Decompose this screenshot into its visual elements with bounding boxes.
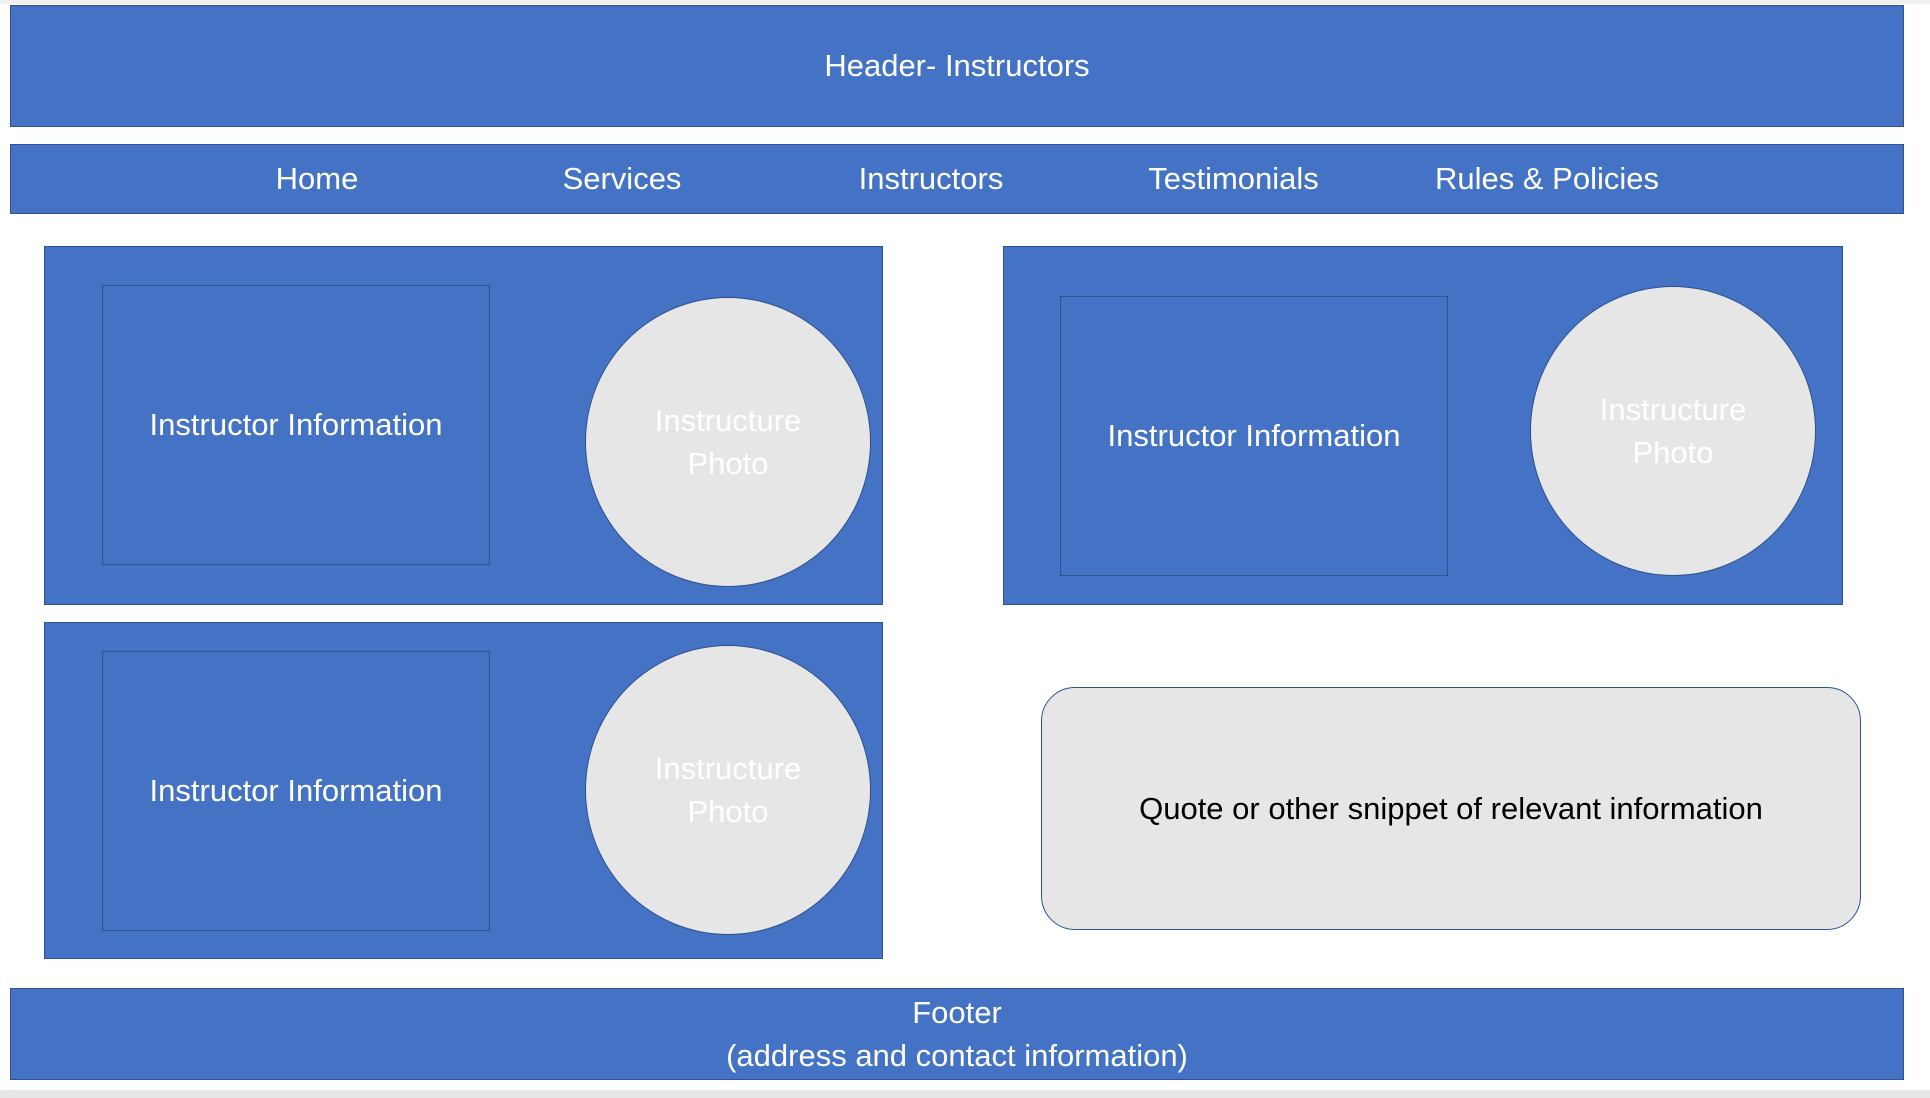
instructor-photo-3: Instructure Photo xyxy=(585,645,871,935)
instructor-photo-2: Instructure Photo xyxy=(1530,286,1816,576)
nav-item-instructors[interactable]: Instructors xyxy=(858,161,1004,196)
bottom-edge xyxy=(0,1090,1930,1098)
top-edge xyxy=(0,0,1930,4)
quote-box: Quote or other snippet of relevant infor… xyxy=(1041,687,1861,930)
quote-text: Quote or other snippet of relevant infor… xyxy=(1139,790,1763,826)
nav-bar: Home Services Instructors Testimonials R… xyxy=(10,144,1904,214)
instructor-photo-1: Instructure Photo xyxy=(585,297,871,587)
page-footer: Footer (address and contact information) xyxy=(10,988,1904,1080)
instructor-info-label: Instructor Information xyxy=(1107,418,1401,453)
nav-item-testimonials[interactable]: Testimonials xyxy=(1148,161,1319,196)
instructor-info-1: Instructor Information xyxy=(102,285,490,565)
instructor-photo-label: Instructure Photo xyxy=(1599,392,1747,470)
header-title: Header- Instructors xyxy=(824,48,1090,83)
page-header: Header- Instructors xyxy=(10,5,1904,127)
instructor-info-3: Instructor Information xyxy=(102,651,490,931)
nav-item-rules-policies[interactable]: Rules & Policies xyxy=(1435,161,1659,196)
instructor-photo-label: Instructure Photo xyxy=(654,403,802,481)
footer-contact: (address and contact information) xyxy=(726,1038,1188,1073)
nav-item-services[interactable]: Services xyxy=(562,161,682,196)
footer-title: Footer xyxy=(912,995,1002,1030)
instructor-info-label: Instructor Information xyxy=(149,407,443,442)
instructor-info-label: Instructor Information xyxy=(149,773,443,808)
instructor-info-2: Instructor Information xyxy=(1060,296,1448,576)
instructor-photo-label: Instructure Photo xyxy=(654,751,802,829)
nav-item-home[interactable]: Home xyxy=(275,161,359,196)
